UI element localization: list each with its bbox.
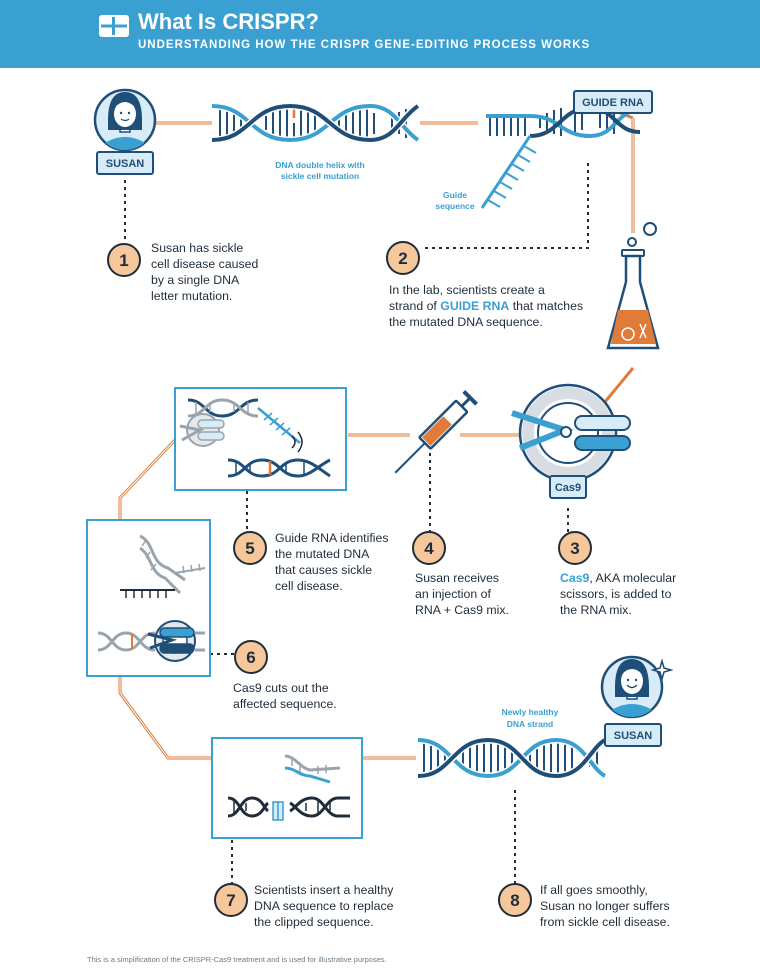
guide-rna-identifies-box xyxy=(174,387,347,491)
healthy-caption-2: DNA strand xyxy=(507,719,553,729)
insert-healthy-dna-box xyxy=(211,737,363,839)
lab-flask-icon xyxy=(606,222,660,350)
healthy-dna-helix: Newly healthy DNA strand xyxy=(417,707,607,780)
step-4-number: 4 xyxy=(424,539,434,558)
dotted-connectors xyxy=(124,163,589,896)
guide-rna-tag: GUIDE RNA xyxy=(582,97,644,109)
susan-avatar-bottom: SUSAN xyxy=(600,655,674,747)
step-7-text: Scientists insert a healthy DNA sequence… xyxy=(254,883,394,929)
susan-avatar-top: SUSAN xyxy=(93,88,157,175)
cas9-tag: Cas9 xyxy=(555,482,581,494)
step-3-number: 3 xyxy=(570,539,579,558)
plus-logo-icon xyxy=(99,15,129,37)
header-banner: What Is CRISPR? UNDERSTANDING HOW THE CR… xyxy=(0,0,760,68)
cas9-scissors-icon: Cas9 xyxy=(511,383,631,499)
dna-mutation-caption-2: sickle cell mutation xyxy=(281,171,359,181)
page-title: What Is CRISPR? xyxy=(138,9,319,34)
process-path-inner xyxy=(119,118,634,759)
page-subtitle: UNDERSTANDING HOW THE CRISPR GENE-EDITIN… xyxy=(138,39,591,51)
cas9-cuts-box xyxy=(86,519,211,677)
step-8-text: If all goes smoothly, Susan no longer su… xyxy=(540,883,670,929)
step-1-text: Susan has sickle cell disease caused by … xyxy=(151,241,259,303)
step-2-text: In the lab, scientists create a strand o… xyxy=(389,283,584,329)
susan-label-bottom: SUSAN xyxy=(614,730,653,742)
step-5-text: Guide RNA identifies the mutated DNA tha… xyxy=(275,531,389,593)
crispr-process-diagram: SUSAN DNA double helix with sickle cell … xyxy=(86,88,674,917)
guide-rna-highlight: GUIDE RNA xyxy=(440,299,510,313)
step-6-number: 6 xyxy=(246,648,255,667)
step-7-number: 7 xyxy=(226,891,235,910)
step-2-number: 2 xyxy=(398,249,407,268)
step-6-text: Cas9 cuts out the affected sequence. xyxy=(233,681,337,711)
healthy-caption-1: Newly healthy xyxy=(502,707,559,717)
guide-rna-helix: GUIDE RNA Guide sequence xyxy=(435,90,653,211)
step-3-text: Cas9, AKA molecular scissors, is added t… xyxy=(560,571,677,617)
step-markers: 1 2 3 4 5 6 7 8 xyxy=(107,241,592,917)
dna-helix-mutated: DNA double helix with sickle cell mutati… xyxy=(211,102,421,181)
guide-sequence-caption-1: Guide xyxy=(443,190,467,200)
sparkle-icon xyxy=(650,658,674,682)
susan-label-top: SUSAN xyxy=(106,158,145,170)
step-4-text: Susan receives an injection of RNA + Cas… xyxy=(415,571,509,617)
cas9-highlight: Cas9 xyxy=(560,571,590,585)
guide-sequence-caption-2: sequence xyxy=(435,201,474,211)
step-8-number: 8 xyxy=(510,891,519,910)
step-5-number: 5 xyxy=(245,539,254,558)
step-1-number: 1 xyxy=(119,251,128,270)
footnote: This is a simplification of the CRISPR-C… xyxy=(87,955,387,964)
dna-mutation-caption-1: DNA double helix with xyxy=(275,160,364,170)
syringe-icon xyxy=(394,390,478,474)
